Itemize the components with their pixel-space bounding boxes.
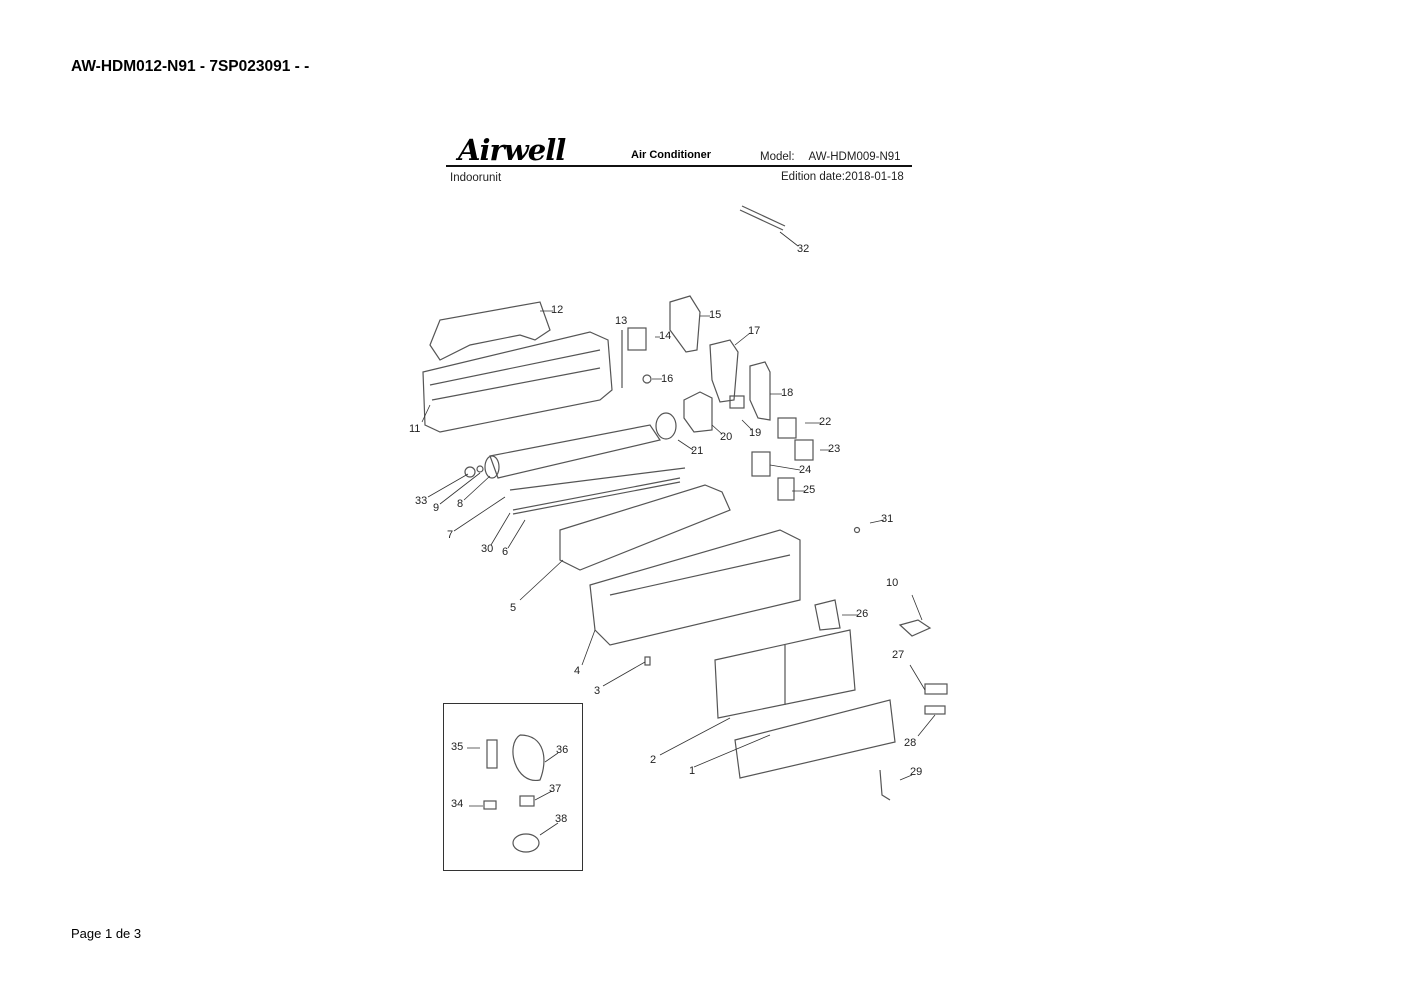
part-17-electric-box [709, 339, 739, 403]
airwell-logo: Airwell [458, 133, 566, 167]
callout-10: 10 [886, 577, 899, 589]
part-29-sensor [879, 769, 891, 801]
callout-36: 36 [556, 744, 569, 756]
callout-15: 15 [709, 309, 722, 321]
callout-14: 14 [659, 330, 672, 342]
callout-35: 35 [451, 741, 464, 753]
callout-9: 9 [433, 502, 440, 514]
part-16-bearing [642, 374, 652, 384]
part-37 [519, 795, 535, 807]
part-38 [512, 833, 540, 853]
part-20-motor-cover [683, 391, 713, 433]
callout-22: 22 [819, 416, 832, 428]
part-2-filter [714, 629, 856, 719]
part-35-remote [486, 739, 498, 769]
part-9 [476, 465, 484, 473]
callout-12: 12 [551, 304, 564, 316]
part-15-cover [669, 295, 701, 353]
part-34 [483, 800, 497, 810]
callout-28: 28 [904, 737, 917, 749]
callout-24: 24 [799, 464, 812, 476]
callout-2: 2 [650, 754, 657, 766]
header-divider [446, 165, 912, 167]
callout-32: 32 [797, 243, 810, 255]
part-25 [777, 477, 795, 501]
callout-4: 4 [574, 665, 581, 677]
callout-31: 31 [881, 513, 894, 525]
callout-7: 7 [447, 529, 454, 541]
callout-8: 8 [457, 498, 464, 510]
leader-lines [421, 231, 936, 836]
document-title: AW-HDM012-N91 - 7SP023091 - - [71, 58, 310, 75]
part-31 [853, 526, 861, 534]
part-23 [794, 439, 814, 461]
part-1-front-cover [734, 699, 896, 779]
part-4-front-panel [589, 529, 801, 646]
callout-30: 30 [481, 543, 494, 555]
callout-6: 6 [502, 546, 509, 558]
callout-27: 27 [892, 649, 905, 661]
unit-label: Indoorunit [450, 172, 502, 184]
callout-23: 23 [828, 443, 841, 455]
part-7-linkage [509, 467, 686, 491]
callout-3: 3 [594, 685, 601, 697]
callout-25: 25 [803, 484, 816, 496]
part-11-chassis [422, 331, 613, 433]
part-27 [924, 683, 948, 695]
part-21-motor [655, 412, 677, 440]
callout-34: 34 [451, 798, 464, 810]
part-24 [751, 451, 771, 477]
part-8-crossflow-fan [489, 424, 661, 479]
part-10-display [898, 619, 932, 637]
callout-17: 17 [748, 325, 761, 337]
part-19-terminal [729, 395, 745, 409]
callout-20: 20 [720, 431, 733, 443]
callout-21: 21 [691, 445, 704, 457]
accessories-box [443, 703, 583, 871]
part-5-evaporator [559, 484, 731, 571]
part-18-pcb [749, 361, 771, 421]
callout-19: 19 [749, 427, 762, 439]
part-33 [464, 466, 476, 478]
part-6-rod [512, 477, 681, 515]
callout-29: 29 [910, 766, 923, 778]
model-line: Model: AW-HDM009-N91 [760, 151, 901, 163]
callout-13: 13 [615, 315, 628, 327]
callout-33: 33 [415, 495, 428, 507]
callout-11: 11 [409, 423, 421, 435]
callout-37: 37 [549, 783, 562, 795]
callout-26: 26 [856, 608, 869, 620]
model-value: AW-HDM009-N91 [808, 151, 901, 163]
product-label: Air Conditioner [631, 149, 712, 161]
part-3 [644, 656, 651, 666]
part-12-mounting-plate [429, 301, 551, 361]
part-28 [924, 705, 946, 715]
callout-18: 18 [781, 387, 794, 399]
callout-1: 1 [689, 765, 696, 777]
part-26 [814, 599, 841, 631]
model-label: Model: [760, 151, 795, 163]
part-14-bracket [627, 327, 647, 351]
edition-date: Edition date:2018-01-18 [781, 171, 904, 183]
part-22 [777, 417, 797, 439]
page-number: Page 1 de 3 [71, 926, 142, 941]
part-36-hose [512, 734, 545, 781]
callout-38: 38 [555, 813, 568, 825]
callout-16: 16 [661, 373, 674, 385]
callout-5: 5 [510, 602, 517, 614]
part-32-pipe [739, 205, 786, 231]
